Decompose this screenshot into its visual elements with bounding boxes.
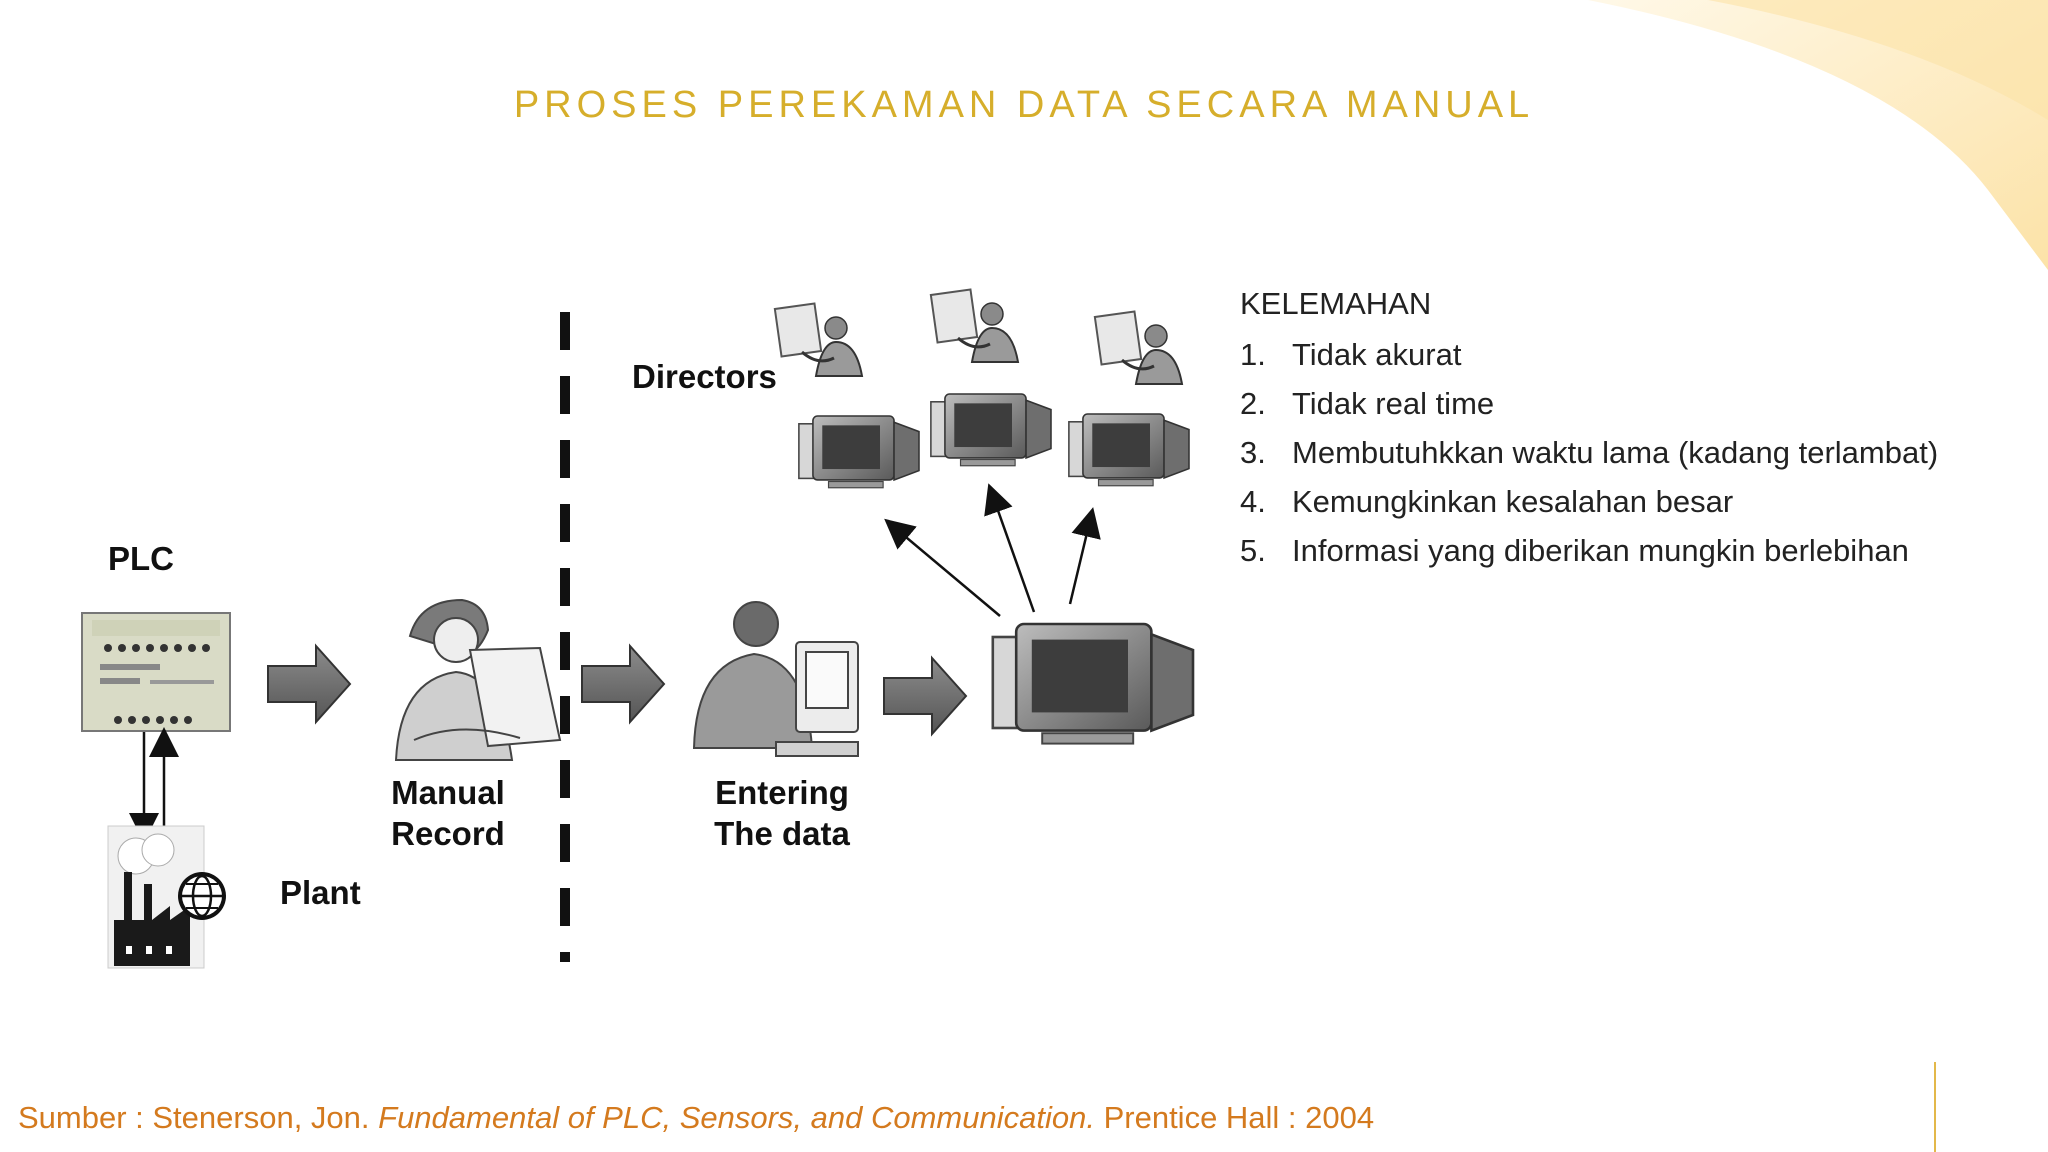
list-item: 2. Tidak real time [1240,383,1940,424]
list-item-number: 5. [1240,533,1266,568]
corner-decoration [1588,0,2048,270]
block-arrow-icon [267,643,352,725]
entering-data-label-line1: Entering [715,774,849,811]
slide-title: PROSES PEREKAMAN DATA SECARA MANUAL [513,84,1535,126]
list-item-number: 4. [1240,484,1266,519]
computer-icon [991,622,1195,745]
list-item-number: 3. [1240,435,1266,470]
computer-icon [930,393,1052,467]
source-book-title: Fundamental of PLC, Sensors, and Communi… [378,1100,1095,1135]
computer-icon [798,415,920,489]
globe-icon [178,872,226,920]
list-item: 4. Kemungkinkan kesalahan besar [1240,481,1940,522]
directors-label: Directors [632,358,777,395]
list-item-text: Tidak akurat [1292,337,1462,372]
kelemahan-list: 1. Tidak akurat 2. Tidak real time 3. Membu… [1240,334,1940,571]
computer-icon [1068,413,1190,487]
list-item-text: Informasi yang diberikan mungkin berlebi… [1292,533,1909,568]
manual-record-label-line2: Record [391,815,505,852]
director-icon [929,287,1020,364]
entering-data-label-line2: The data [714,815,850,852]
kelemahan-heading: KELEMAHAN [1240,286,1432,321]
list-item: 5. Informasi yang diberikan mungkin berle… [1240,530,1940,571]
list-item-text: Kemungkinkan kesalahan besar [1292,484,1734,519]
plc-controller-icon [81,612,231,732]
block-arrow-icon [883,655,968,737]
plant-label: Plant [280,874,361,911]
entering-data-label: Entering The data [702,772,862,854]
list-item: 3. Membutuhkkan waktu lama (kadang terlam… [1240,432,1940,473]
manual-record-label-line1: Manual [391,774,505,811]
list-item-text: Membutuhkkan waktu lama (kadang terlamba… [1292,435,1939,470]
list-item-number: 2. [1240,386,1266,421]
worker-with-blueprint-icon [394,598,562,761]
source-citation: Sumber : Stenerson, Jon. Fundamental of … [18,1100,1374,1136]
source-prefix: Sumber : Stenerson, Jon. [18,1100,379,1135]
plc-label: PLC [108,540,174,577]
list-item-number: 1. [1240,337,1266,372]
manual-record-label: Manual Record [378,772,518,854]
source-suffix: Prentice Hall : 2004 [1094,1100,1375,1135]
director-icon [773,301,864,378]
list-item: 1. Tidak akurat [1240,334,1940,375]
list-item-text: Tidak real time [1292,386,1495,421]
factory-icon [107,825,205,969]
director-icon [1093,309,1184,386]
kelemahan-panel: KELEMAHAN 1. Tidak akurat 2. Tidak real ti… [1240,284,1940,579]
data-entry-worker-icon [692,601,859,757]
block-arrow-icon [581,643,666,725]
accent-divider [1934,1062,1936,1152]
